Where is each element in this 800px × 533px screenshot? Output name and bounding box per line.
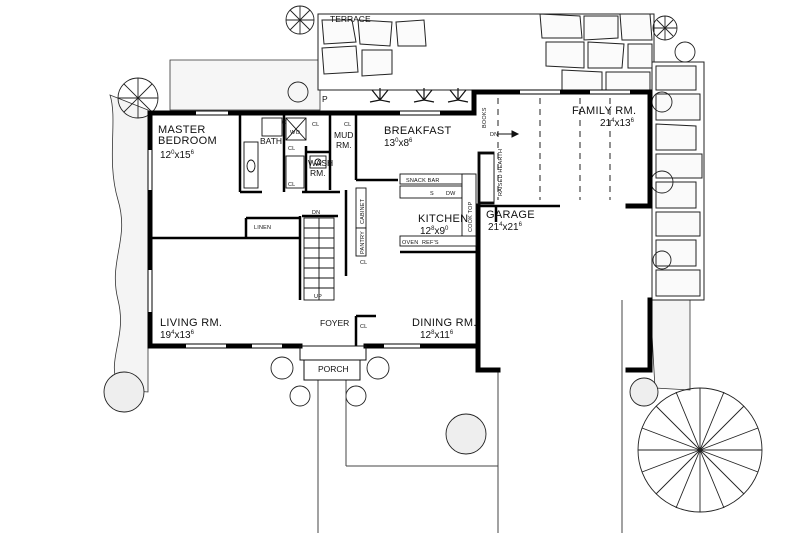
breakfast-label: BREAKFAST <box>384 125 452 137</box>
master-bedroom-label-line1: MASTER <box>158 124 206 136</box>
mud-room-label-line1: MUD <box>334 130 353 140</box>
breakfast-dimensions: 130x86 <box>384 138 413 149</box>
living-room-label: LIVING RM. <box>160 317 222 329</box>
books-label: BOOKS <box>482 107 488 128</box>
foyer-label: FOYER <box>320 318 349 328</box>
bath-fixtures <box>243 117 327 189</box>
master-bedroom-label-line2: BEDROOM <box>158 135 217 147</box>
master-bedroom-dimensions: 120x156 <box>160 150 195 161</box>
linen-label: LINEN <box>254 225 271 231</box>
family-room-dimensions: 214x136 <box>600 118 635 129</box>
raised-hearth-label: RAISED HEARTH <box>498 149 504 196</box>
windows <box>148 90 630 348</box>
stone-wall-right <box>651 61 705 301</box>
closet-label-breakfast: CL <box>344 122 351 128</box>
cabinet-label: CABINET <box>360 198 366 224</box>
sink-mark: S <box>430 191 434 197</box>
wash-room-label-line1: WASH <box>308 158 333 168</box>
living-room-dimensions: 194x136 <box>160 330 195 341</box>
dryer-mark: D <box>296 130 300 136</box>
kitchen-label: KITCHEN <box>418 213 468 225</box>
garage-label: GARAGE <box>486 209 535 221</box>
kitchen-dimensions: 128x90 <box>420 226 449 237</box>
plant-icon <box>369 88 469 103</box>
family-room-label: FAMILY RM. <box>572 105 636 117</box>
oven-label: OVEN <box>402 240 418 246</box>
washer-mark: W <box>290 130 296 136</box>
closet-label-foyer: CL <box>360 324 367 330</box>
garage-dimensions: 214x216 <box>488 222 523 233</box>
closet-label-mud: CL <box>312 122 319 128</box>
snack-bar-label: SNACK BAR <box>406 178 440 184</box>
p-mark: P <box>322 94 328 104</box>
closet-label-hall: CL <box>360 260 367 266</box>
refrigerator-label: REF'S <box>422 240 439 246</box>
closet-label-bedroom: CL <box>288 182 295 188</box>
wash-room-label-line2: RM. <box>310 168 326 178</box>
dining-room-label: DINING RM. <box>412 317 477 329</box>
family-step-down-label: DN <box>490 132 498 138</box>
mud-room-label-line2: RM. <box>336 140 352 150</box>
terrace-label: TERRACE <box>330 14 371 24</box>
closet-label-bath: CL <box>288 146 295 152</box>
pantry-label: PANTRY <box>360 231 366 254</box>
landscaping <box>109 59 691 393</box>
step-down-arrows <box>498 130 520 138</box>
driveway-lines <box>317 300 623 533</box>
c-mark: C <box>282 120 286 126</box>
interior-walls <box>150 113 560 346</box>
bath-label: BATH <box>260 136 282 146</box>
porch <box>299 345 367 381</box>
family-room-step-lines <box>497 98 611 200</box>
staircase <box>303 217 335 301</box>
porch-label: PORCH <box>318 364 349 374</box>
dishwasher-label: DW <box>446 191 456 197</box>
stairs-up-label: UP <box>314 294 322 300</box>
kitchen-cabinets <box>355 151 495 257</box>
dining-room-dimensions: 128x116 <box>420 330 454 341</box>
terrace-stones <box>317 13 655 91</box>
tree-icon <box>103 5 763 513</box>
stairs-down-label: DN <box>312 210 320 216</box>
cooktop-label: COOK TOP <box>468 201 474 232</box>
